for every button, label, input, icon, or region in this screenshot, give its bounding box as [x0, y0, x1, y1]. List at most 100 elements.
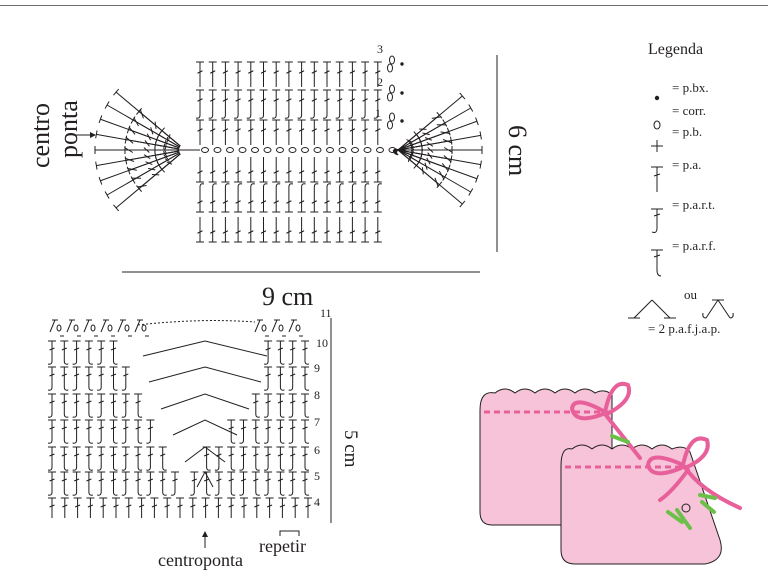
stitch-symbol [335, 61, 344, 87]
stitch-symbol [373, 217, 382, 243]
stitch-symbol [263, 393, 273, 418]
stitch-symbol [60, 340, 69, 365]
stitch-symbol [304, 497, 312, 518]
decrease-symbol-b [702, 299, 734, 319]
stitch-symbol [196, 61, 204, 87]
stitch-symbol [361, 119, 370, 145]
decrease-chevron [184, 446, 226, 463]
stitch-symbol [259, 183, 268, 213]
stitch-symbol [239, 471, 248, 496]
row-number-4: 4 [314, 495, 320, 509]
stitch-symbol [348, 61, 357, 87]
stitch-symbol [60, 497, 69, 518]
legend-label-dc: = p.a. [672, 157, 702, 172]
stitch-symbol [310, 217, 319, 243]
decrease-chevron [196, 470, 214, 488]
stitch-symbol [272, 89, 281, 119]
chain-stitch [251, 147, 259, 153]
stitch-symbol [297, 89, 306, 119]
stitch-symbol [72, 471, 81, 496]
stitch-symbol [104, 101, 181, 148]
front-post-dc-symbol [651, 208, 663, 233]
stitch-symbol [246, 217, 255, 243]
stitch-symbol [72, 393, 81, 418]
stitch-symbol [288, 471, 297, 496]
chain-dotted-arc [137, 320, 256, 326]
stitch-symbol [124, 497, 133, 518]
round-chain [387, 120, 393, 130]
decrease-chevron [160, 393, 250, 410]
stitch-symbol [259, 89, 268, 119]
row-number-5: 5 [314, 469, 320, 483]
round-slip [400, 62, 404, 66]
chain-stitch [213, 147, 222, 153]
stitch-symbol [163, 497, 172, 518]
round-number-3: 3 [377, 42, 383, 56]
stitch-symbol [348, 183, 357, 213]
stitch-symbol [263, 419, 273, 444]
chain-stitch [238, 147, 247, 153]
stitch-symbol [263, 471, 273, 496]
stitch-symbol [72, 419, 81, 444]
stitch-symbol [60, 366, 69, 391]
stitch-symbol [97, 340, 106, 365]
round-number-2: 2 [377, 75, 383, 89]
stitch-symbol [72, 340, 81, 365]
stitch-symbol [227, 471, 236, 496]
stitch-symbol [113, 88, 181, 147]
stitch-symbol [272, 183, 281, 213]
stitch-symbol [221, 183, 230, 213]
legend-label-sc: = p.b. [672, 124, 703, 139]
stitch-symbol [323, 157, 331, 183]
stitch-symbol [259, 217, 268, 243]
stitch-symbol [196, 183, 205, 213]
stitch-symbol [373, 61, 382, 87]
stitch-symbol [86, 497, 95, 518]
row-11-cluster [288, 319, 303, 337]
slip-stitch-symbol [654, 95, 660, 101]
stitch-symbol [121, 366, 130, 391]
stitch-symbol [134, 393, 143, 418]
stitch-symbol [72, 446, 81, 471]
stitch-symbol [272, 157, 281, 183]
stitch-symbol [252, 497, 261, 518]
stitch-symbol [233, 89, 243, 119]
stitch-symbol [259, 61, 268, 87]
decrease-symbol-a [628, 299, 676, 319]
stitch-symbol [98, 151, 180, 185]
stitch-symbol [214, 471, 223, 496]
legend-or-label: ou [684, 287, 697, 302]
stitch-symbol [322, 89, 331, 119]
stitch-symbol [263, 446, 273, 471]
stitch-symbol [284, 183, 294, 213]
stitch-symbol [263, 366, 273, 391]
stitch-symbol [72, 366, 81, 391]
stitch-symbol [234, 61, 243, 87]
stitch-symbol [202, 446, 211, 471]
stitch-symbol [361, 217, 370, 243]
stitch-symbol [373, 157, 382, 183]
stitch-symbol [109, 419, 118, 444]
stitch-symbol [297, 61, 306, 87]
stitch-symbol [134, 419, 143, 444]
stitch-symbol [297, 157, 306, 183]
row-11-cluster [66, 319, 81, 337]
stitch-symbol [272, 217, 281, 243]
chain-stitch [338, 147, 347, 153]
chain-stitch [288, 147, 297, 153]
stitch-symbol [297, 183, 306, 213]
stitch-symbol [284, 157, 293, 183]
stitch-symbol [234, 217, 243, 243]
stitch-symbol [361, 157, 370, 183]
stitch-symbol [170, 471, 179, 496]
stitch-symbol [323, 183, 332, 213]
stitch-symbol [158, 446, 167, 471]
stitch-symbol [335, 217, 344, 243]
stitch-symbol [221, 157, 230, 183]
stitch-symbol [348, 157, 357, 183]
stitch-symbol [121, 393, 130, 418]
legend-label-chain: = corr. [672, 103, 707, 118]
stitch-symbol [259, 157, 268, 183]
